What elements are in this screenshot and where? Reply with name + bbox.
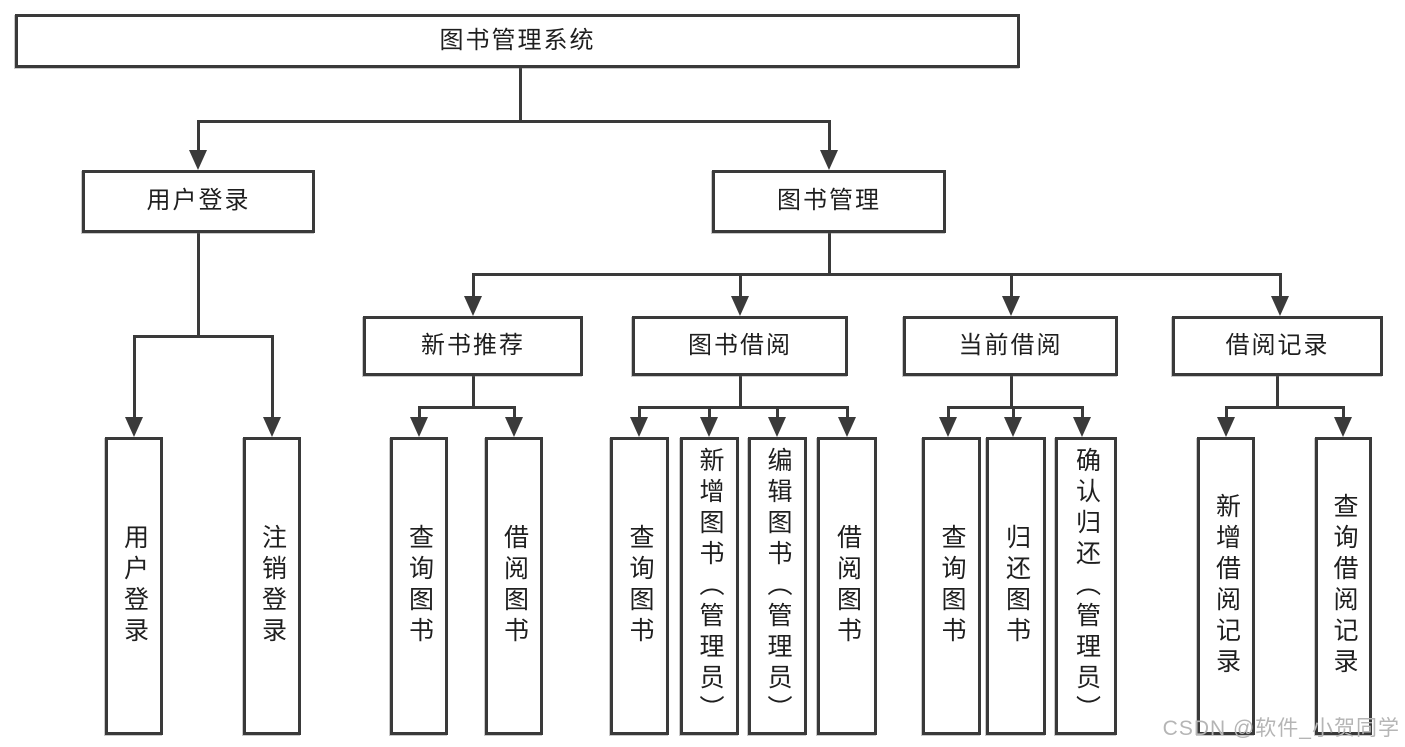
connector-stem (1275, 376, 1279, 409)
node-label-leaf-edit-book-admin: 编辑图书（管理员） (764, 446, 792, 726)
connector-stem (1009, 376, 1013, 409)
node-label-leaf-borrow-book-rec: 借阅图书 (500, 524, 529, 648)
arrowhead-down-icon (820, 150, 838, 170)
node-label-leaf-add-borrow-record: 新增借阅记录 (1212, 493, 1241, 679)
node-label-leaf-query-book-borrow: 查询图书 (626, 524, 654, 648)
node-label-current-borrow: 当前借阅 (958, 331, 1063, 359)
arrowhead-down-icon (630, 417, 648, 437)
connector-drop (471, 273, 475, 298)
node-label-leaf-add-book-admin: 新增图书（管理员） (696, 446, 724, 726)
connector-drop (1224, 406, 1228, 419)
connector-drop (827, 120, 831, 152)
connector-stem (827, 233, 831, 276)
node-leaf-add-book-admin: 新增图书（管理员） (680, 437, 739, 735)
connector-drop (707, 406, 711, 419)
node-label-leaf-query-book-current: 查询图书 (938, 524, 966, 648)
connector-drop (417, 406, 421, 419)
connector-drop (775, 406, 779, 419)
connector-drop (1341, 406, 1345, 419)
arrowhead-down-icon (838, 417, 856, 437)
arrowhead-down-icon (1334, 417, 1352, 437)
node-label-leaf-logout: 注销登录 (258, 524, 287, 648)
connector-drop (637, 406, 641, 419)
node-leaf-borrow-book-rec: 借阅图书 (485, 437, 543, 735)
node-label-borrow-records: 借阅记录 (1225, 331, 1330, 359)
connector-branch (417, 406, 516, 409)
arrowhead-down-icon (410, 417, 428, 437)
connector-drop (132, 335, 136, 419)
arrowhead-down-icon (1271, 296, 1289, 316)
node-leaf-query-borrow-record: 查询借阅记录 (1315, 437, 1372, 735)
arrowhead-down-icon (189, 150, 207, 170)
connector-stem (196, 233, 200, 338)
node-book-borrow: 图书借阅 (632, 316, 848, 376)
connector-stem (738, 376, 742, 409)
connector-stem (471, 376, 475, 409)
node-label-book-mgmt: 图书管理 (777, 187, 881, 215)
node-new-book-rec: 新书推荐 (363, 316, 583, 376)
connector-branch (471, 273, 1282, 276)
node-leaf-borrow-book: 借阅图书 (817, 437, 877, 735)
connector-drop (946, 406, 950, 419)
node-leaf-logout: 注销登录 (243, 437, 301, 735)
connector-drop (270, 335, 274, 419)
node-label-book-borrow: 图书借阅 (688, 331, 792, 359)
arrowhead-down-icon (1002, 296, 1020, 316)
arrowhead-down-icon (125, 417, 143, 437)
arrowhead-down-icon (464, 296, 482, 316)
node-label-root: 图书管理系统 (439, 26, 596, 54)
connector-branch (946, 406, 1084, 409)
connector-branch (196, 120, 831, 123)
connector-drop (1009, 273, 1013, 298)
node-label-leaf-query-book-rec: 查询图书 (405, 524, 434, 648)
node-label-leaf-borrow-book: 借阅图书 (833, 524, 862, 648)
node-current-borrow: 当前借阅 (903, 316, 1118, 376)
arrowhead-down-icon (505, 417, 523, 437)
arrowhead-down-icon (1217, 417, 1235, 437)
node-leaf-user-login: 用户登录 (105, 437, 163, 735)
node-label-leaf-query-borrow-record: 查询借阅记录 (1330, 493, 1358, 679)
node-leaf-query-book-current: 查询图书 (922, 437, 981, 735)
arrowhead-down-icon (263, 417, 281, 437)
connector-drop (738, 273, 742, 298)
node-user-login: 用户登录 (82, 170, 315, 233)
watermark: CSDN @软件_小贺同学 (1162, 717, 1400, 740)
node-label-leaf-confirm-return-admin: 确认归还（管理员） (1072, 446, 1101, 726)
connector-drop (1278, 273, 1282, 298)
node-label-leaf-return-book: 归还图书 (1002, 524, 1031, 648)
connector-drop (1011, 406, 1015, 419)
node-book-mgmt: 图书管理 (712, 170, 946, 233)
node-label-leaf-user-login: 用户登录 (120, 524, 149, 648)
connector-branch (1224, 406, 1345, 409)
node-leaf-query-book-borrow: 查询图书 (610, 437, 669, 735)
connector-drop (512, 406, 516, 419)
arrowhead-down-icon (768, 417, 786, 437)
arrowhead-down-icon (939, 417, 957, 437)
connector-stem (518, 68, 522, 123)
node-borrow-records: 借阅记录 (1172, 316, 1383, 376)
arrowhead-down-icon (731, 296, 749, 316)
node-leaf-confirm-return-admin: 确认归还（管理员） (1055, 437, 1117, 735)
node-leaf-query-book-rec: 查询图书 (390, 437, 448, 735)
node-leaf-edit-book-admin: 编辑图书（管理员） (748, 437, 807, 735)
node-root: 图书管理系统 (15, 14, 1020, 68)
connector-drop (845, 406, 849, 419)
node-label-user-login: 用户登录 (146, 187, 251, 215)
arrowhead-down-icon (700, 417, 718, 437)
node-leaf-add-borrow-record: 新增借阅记录 (1197, 437, 1255, 735)
connector-branch (637, 406, 849, 409)
node-leaf-return-book: 归还图书 (986, 437, 1046, 735)
arrowhead-down-icon (1073, 417, 1091, 437)
connector-branch (132, 335, 274, 338)
node-label-new-book-rec: 新书推荐 (421, 331, 525, 359)
connector-drop (1080, 406, 1084, 419)
arrowhead-down-icon (1004, 417, 1022, 437)
connector-drop (196, 120, 200, 152)
